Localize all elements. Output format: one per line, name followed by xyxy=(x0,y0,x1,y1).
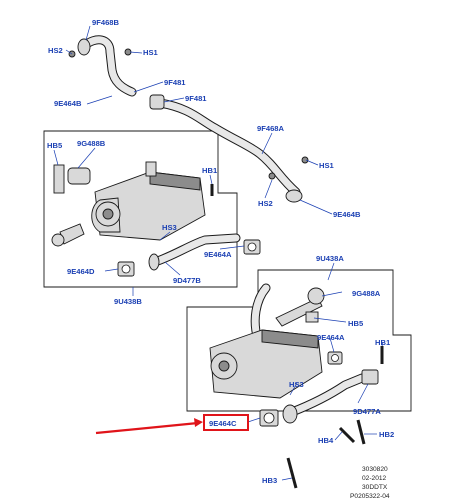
label-9f468b: 9F468B xyxy=(92,18,120,27)
label-hb2: HB2 xyxy=(379,430,394,439)
label-hb1-upper: HB1 xyxy=(202,166,218,175)
group-frame-9u438a xyxy=(186,269,412,412)
footer-info: 3030820 02-2012 30DDTX P0205322-04 xyxy=(350,466,390,500)
label-9f468a: 9F468A xyxy=(257,124,285,133)
pipe-9f468b xyxy=(68,35,137,97)
label-hs2-top: HS2 xyxy=(48,46,63,55)
label-hs3-lower: HS3 xyxy=(289,380,304,389)
label-9e464a-upper: 9E464A xyxy=(204,250,232,259)
callout-labels: 9F468B HS2 HS1 9F481 9E464B 9F481 9F468A… xyxy=(47,18,394,485)
label-9e464c: 9E464C xyxy=(209,419,237,428)
gasket-9e464c xyxy=(259,409,279,427)
footer-code: P0205322-04 xyxy=(350,493,390,500)
label-hb5-upper: HB5 xyxy=(47,141,63,150)
label-hb3: HB3 xyxy=(262,476,277,485)
pipe-9d477a xyxy=(282,369,379,424)
gasket-9e464a-lower xyxy=(327,351,343,365)
label-9e464b-mid: 9E464B xyxy=(333,210,361,219)
label-hb1-lower: HB1 xyxy=(375,338,391,347)
bolt-hb2 xyxy=(356,419,366,445)
label-9e464a-lower: 9E464A xyxy=(317,333,345,342)
label-9f481-b: 9F481 xyxy=(185,94,207,103)
egr-cooler-lower xyxy=(209,283,325,399)
gasket-9e464d xyxy=(117,261,135,277)
bolt-hb3 xyxy=(286,457,298,489)
label-9g488a: 9G488A xyxy=(352,289,381,298)
label-9d477b: 9D477B xyxy=(173,276,201,285)
label-9d477a: 9D477A xyxy=(353,407,381,416)
pipe-9d477b xyxy=(148,233,261,271)
bolt-hb4 xyxy=(338,426,356,444)
highlight-box-9e464c xyxy=(203,414,249,431)
egr-cooler-upper xyxy=(51,161,206,247)
label-9e464b-top: 9E464B xyxy=(54,99,82,108)
label-hs3-upper: HS3 xyxy=(162,223,177,232)
label-hs2-mid: HS2 xyxy=(258,199,273,208)
leader-lines xyxy=(53,25,384,481)
label-9g488b: 9G488B xyxy=(77,139,106,148)
label-9u438a: 9U438A xyxy=(316,254,344,263)
label-9u438b: 9U438B xyxy=(114,297,142,306)
pipe-9f468a xyxy=(149,94,309,203)
bolt-hb1 xyxy=(210,184,384,364)
label-hb4: HB4 xyxy=(318,436,334,445)
footer-model: 30DDTX xyxy=(362,484,388,491)
label-9f481-a: 9F481 xyxy=(164,78,186,87)
footer-date: 02-2012 xyxy=(362,475,387,482)
label-hs1-mid: HS1 xyxy=(319,161,335,170)
footer-ref: 3030820 xyxy=(362,466,388,473)
label-hs1-top: HS1 xyxy=(143,48,159,57)
label-9e464d: 9E464D xyxy=(67,267,95,276)
highlight-arrow xyxy=(95,418,203,435)
label-hb5-lower: HB5 xyxy=(348,319,364,328)
